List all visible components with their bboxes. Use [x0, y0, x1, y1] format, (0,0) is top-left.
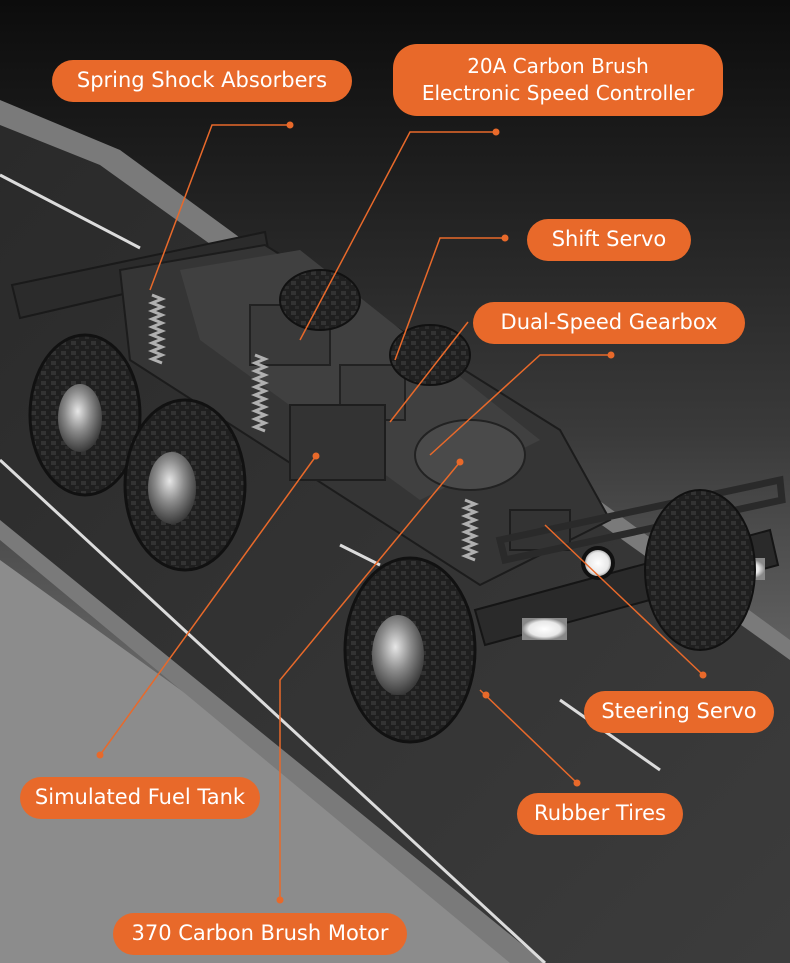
leader-rubber-tires	[479, 689, 578, 784]
callout-dual-speed-gearbox: Dual-Speed Gearbox	[473, 302, 745, 344]
callout-carbon-brush-motor: 370 Carbon Brush Motor	[113, 913, 407, 955]
callout-steering-servo: Steering Servo	[584, 691, 774, 733]
callout-label: 370 Carbon Brush Motor	[131, 921, 389, 946]
spot-light	[581, 546, 615, 580]
motor	[414, 419, 526, 491]
callout-label: Simulated Fuel Tank	[34, 785, 246, 810]
wheel-front	[343, 556, 477, 744]
wheel-rear-1	[28, 333, 142, 497]
leader-simulated-fuel-tank	[99, 455, 317, 756]
callout-esc: 20A Carbon Brush Electronic Speed Contro…	[393, 44, 723, 116]
leader-dual-speed-gearbox	[389, 321, 469, 423]
leader-esc	[299, 131, 496, 341]
wheel-rear-2	[123, 398, 247, 572]
headlight	[522, 618, 567, 640]
callout-spring-shock-absorbers: Spring Shock Absorbers	[52, 60, 352, 102]
leader-spring-shock-absorbers	[149, 124, 290, 291]
callout-label: Dual-Speed Gearbox	[500, 310, 718, 335]
leader-gearbox-pointer	[429, 354, 611, 456]
fuel-tank	[289, 404, 386, 481]
callout-shift-servo: Shift Servo	[527, 219, 691, 261]
leader-lines	[99, 124, 704, 900]
leader-dots	[96, 121, 707, 904]
callout-label: Steering Servo	[601, 699, 757, 724]
leader-steering-servo	[544, 524, 704, 676]
lane-dash	[559, 698, 661, 772]
lane-line-top	[0, 173, 141, 250]
lane-dash	[339, 543, 381, 567]
callout-label: Shift Servo	[551, 227, 667, 252]
callout-label-line1: 20A Carbon Brush	[467, 54, 649, 78]
callout-label-line2: Electronic Speed Controller	[421, 81, 695, 105]
callout-label: Spring Shock Absorbers	[76, 68, 328, 93]
leader-shift-servo	[394, 237, 505, 361]
lane-line-edge	[0, 458, 547, 963]
wheel-far	[279, 269, 756, 651]
leader-carbon-brush-motor	[279, 461, 461, 900]
callout-rubber-tires: Rubber Tires	[517, 793, 683, 835]
callout-simulated-fuel-tank: Simulated Fuel Tank	[20, 777, 260, 819]
callout-label: Rubber Tires	[534, 801, 666, 826]
